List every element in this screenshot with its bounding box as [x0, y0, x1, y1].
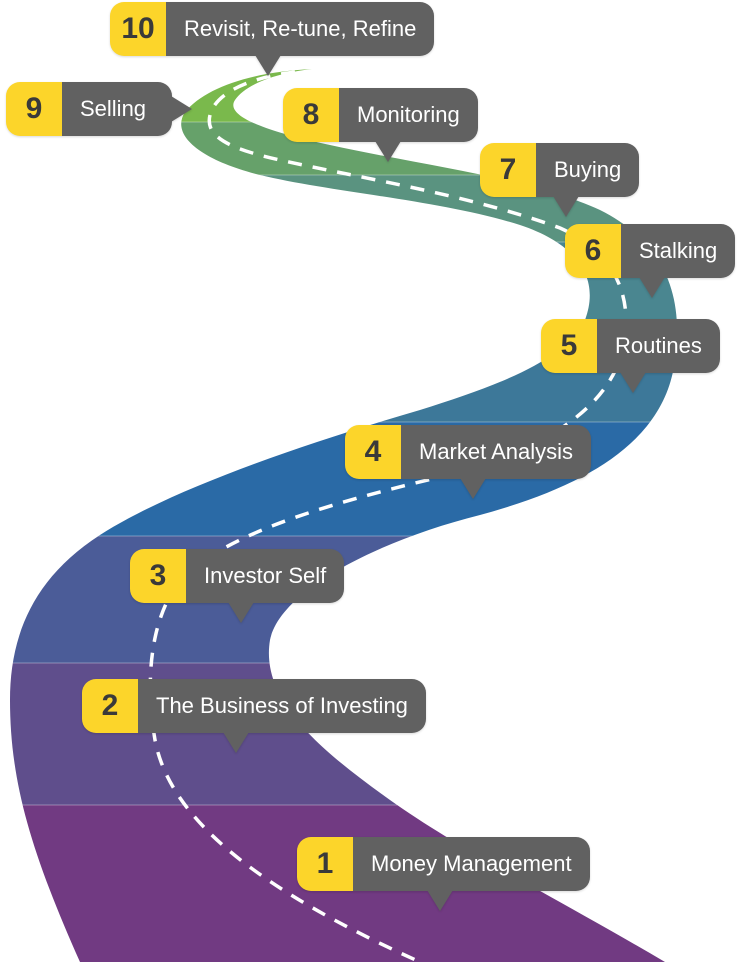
pointer-icon [223, 732, 249, 753]
pointer-icon [375, 141, 401, 162]
step-2-label: The Business of Investing [138, 679, 426, 733]
step-5-callout[interactable]: 5 Routines [541, 319, 720, 393]
step-10-callout[interactable]: 10 Revisit, Re-tune, Refine [110, 2, 435, 76]
step-9-label: Selling [62, 82, 173, 136]
step-3-label: Investor Self [186, 549, 345, 603]
pointer-icon [255, 55, 281, 76]
pointer-icon [171, 96, 193, 122]
pointer-icon [553, 196, 579, 217]
step-7-label: Buying [536, 143, 640, 197]
pointer-icon [427, 890, 453, 911]
step-5-number: 5 [541, 319, 597, 373]
step-4-number: 4 [345, 425, 401, 479]
pointer-icon [460, 478, 486, 499]
step-10-number: 10 [110, 2, 166, 56]
pointer-icon [228, 602, 254, 623]
lane-marking [148, 70, 628, 962]
step-7-callout[interactable]: 7 Buying [480, 143, 640, 217]
step-2-callout[interactable]: 2 The Business of Investing [82, 679, 426, 753]
step-6-number: 6 [565, 224, 621, 278]
step-8-label: Monitoring [339, 88, 478, 142]
step-3-number: 3 [130, 549, 186, 603]
step-10-label: Revisit, Re-tune, Refine [166, 2, 435, 56]
road-band-3 [10, 536, 678, 663]
step-8-callout[interactable]: 8 Monitoring [283, 88, 478, 162]
step-5-label: Routines [597, 319, 720, 373]
step-9-callout[interactable]: 9 Selling [6, 82, 193, 136]
step-6-label: Stalking [621, 224, 736, 278]
step-4-callout[interactable]: 4 Market Analysis [345, 425, 592, 499]
step-6-callout[interactable]: 6 Stalking [565, 224, 736, 298]
step-1-callout[interactable]: 1 Money Management [297, 837, 590, 911]
pointer-icon [620, 372, 646, 393]
step-3-callout[interactable]: 3 Investor Self [130, 549, 345, 623]
step-8-number: 8 [283, 88, 339, 142]
step-4-label: Market Analysis [401, 425, 592, 479]
step-2-number: 2 [82, 679, 138, 733]
step-9-number: 9 [6, 82, 62, 136]
step-1-number: 1 [297, 837, 353, 891]
step-1-label: Money Management [353, 837, 590, 891]
pointer-icon [639, 277, 665, 298]
step-7-number: 7 [480, 143, 536, 197]
